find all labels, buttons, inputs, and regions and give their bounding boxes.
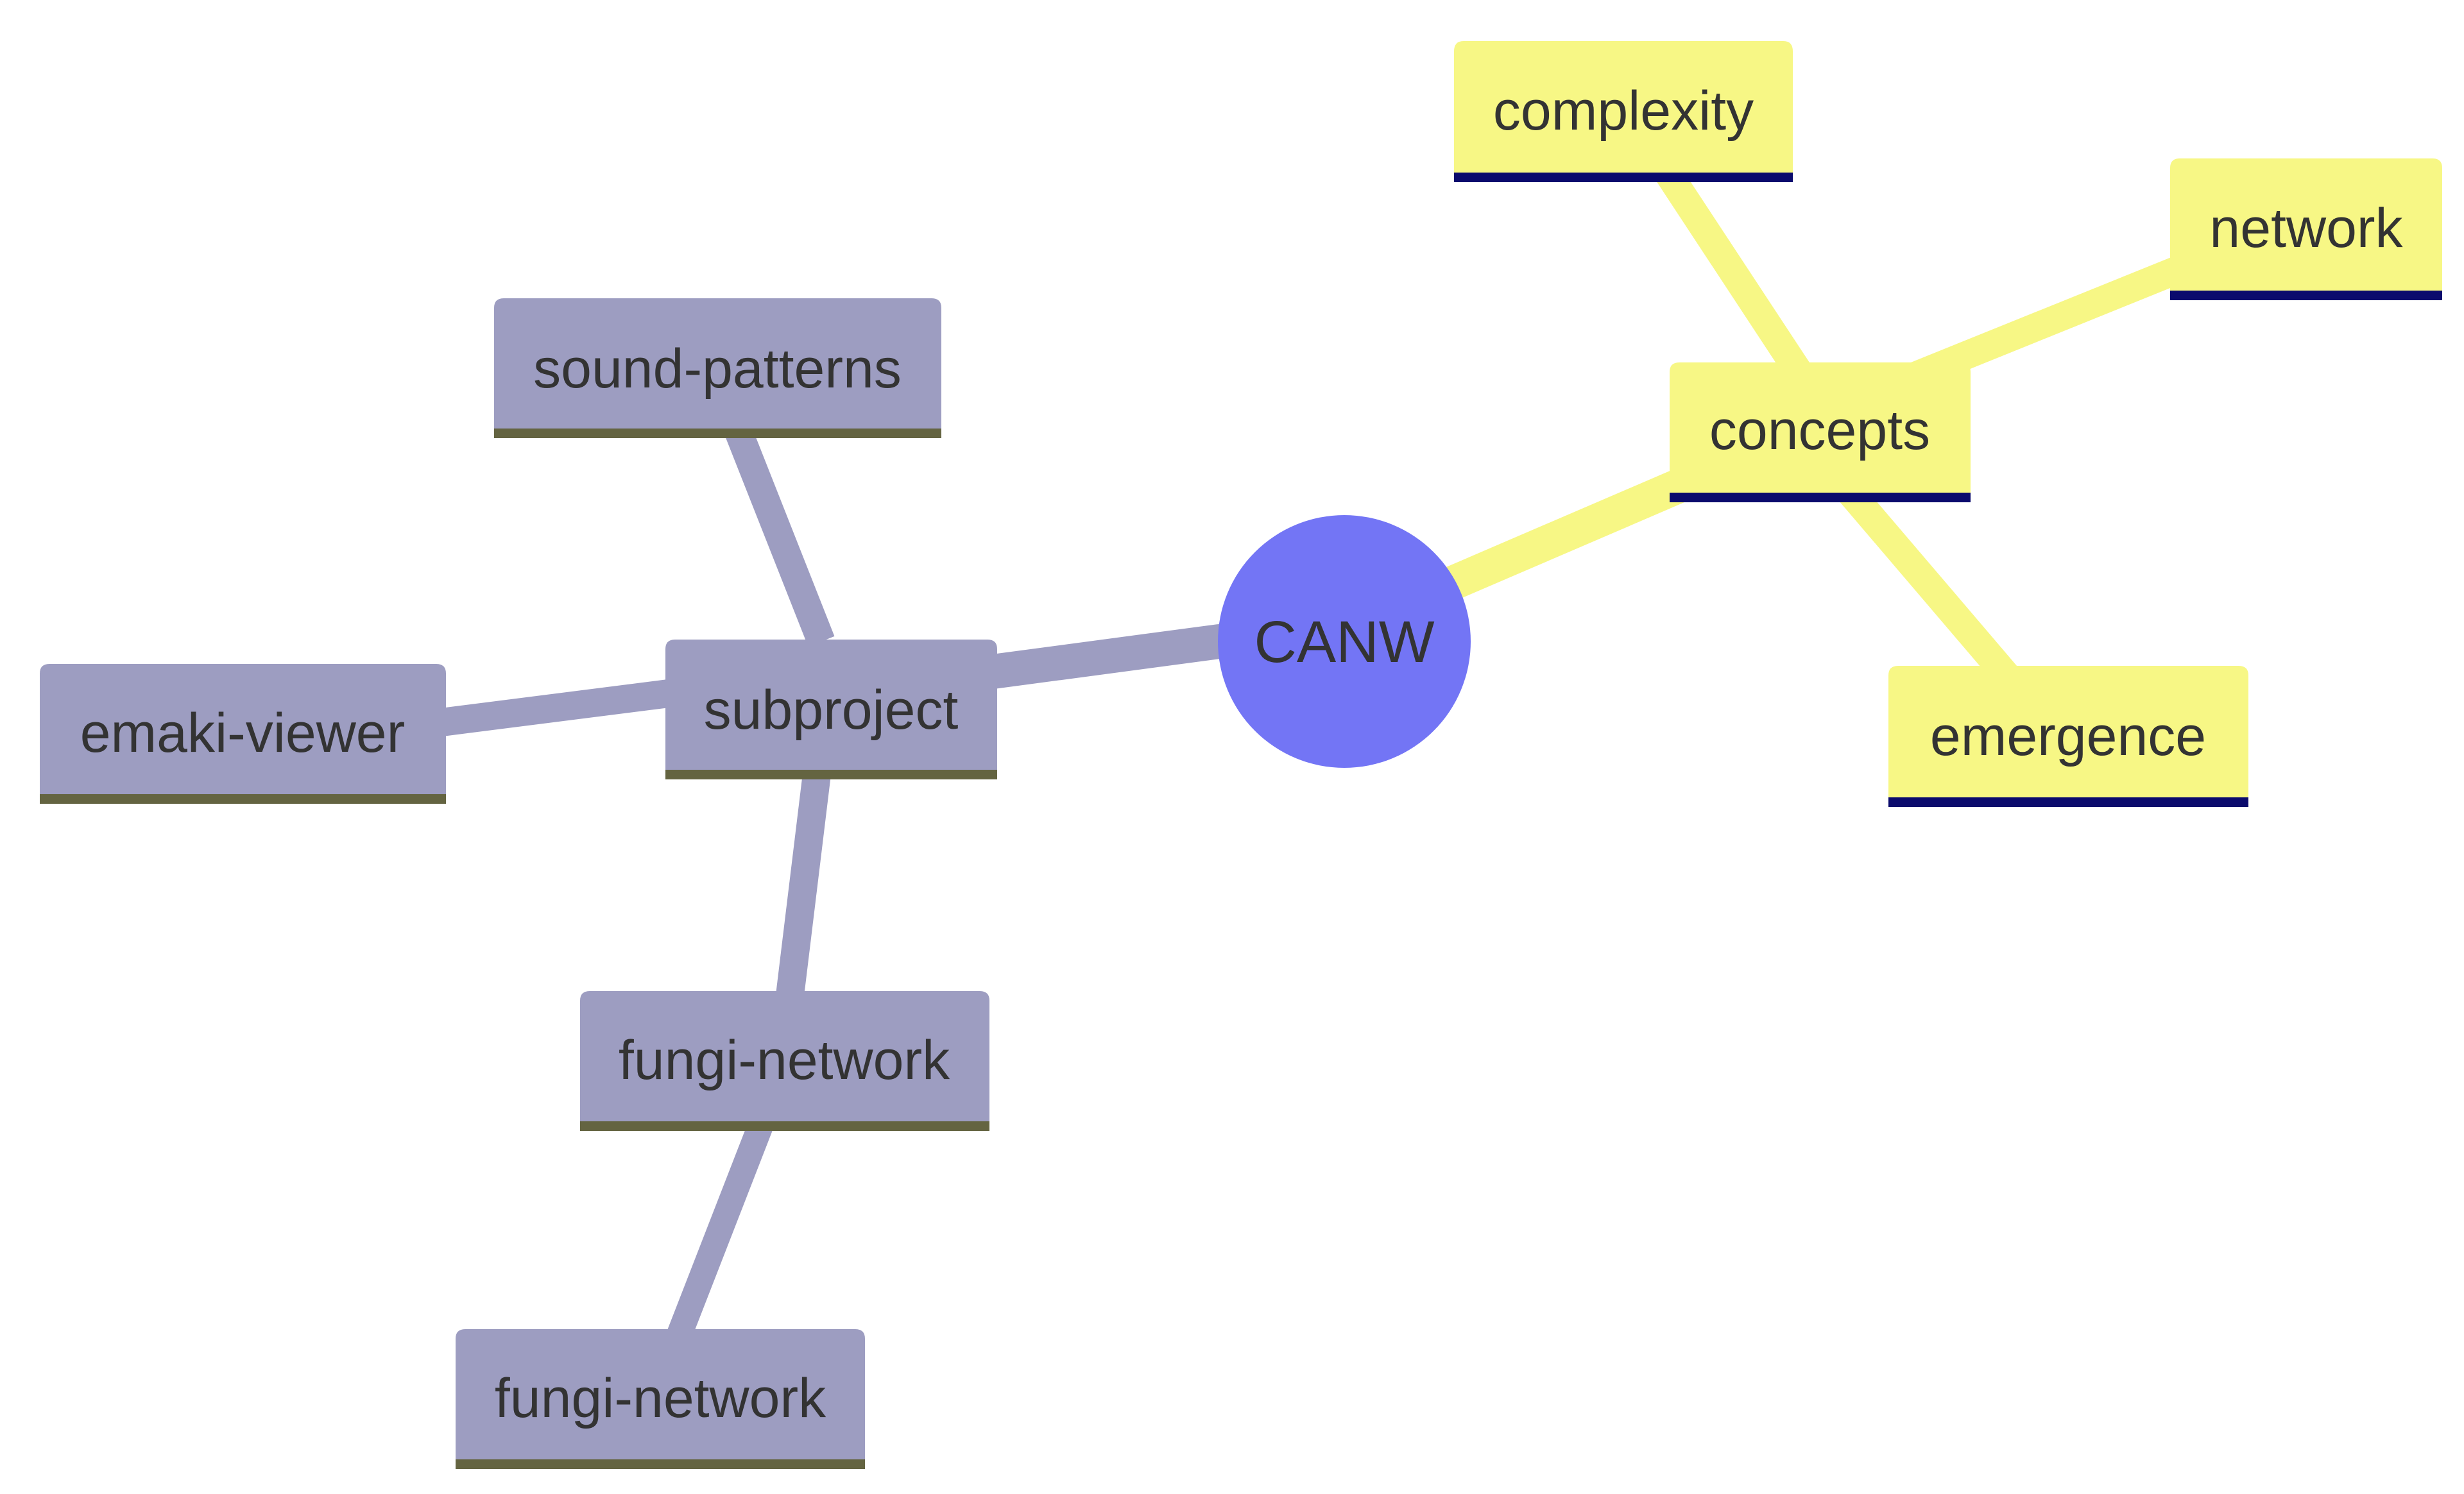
node-complexity[interactable]: complexity bbox=[1454, 41, 1793, 182]
node-subproject-label: subproject bbox=[704, 679, 959, 741]
node-network-label: network bbox=[2209, 198, 2403, 259]
node-fungi-network-1[interactable]: fungi-network bbox=[580, 991, 989, 1131]
node-network[interactable]: network bbox=[2170, 158, 2442, 300]
node-sound-patterns-label: sound-patterns bbox=[533, 338, 902, 400]
node-emaki-viewer-label: emaki-viewer bbox=[80, 702, 406, 764]
edge-subproject-emaki-viewer bbox=[434, 679, 676, 737]
root-node[interactable]: CANW bbox=[1218, 515, 1471, 768]
node-fungi-network-1-label: fungi-network bbox=[619, 1030, 950, 1091]
node-emergence[interactable]: emergence bbox=[1888, 666, 2248, 807]
root-label: CANW bbox=[1254, 609, 1434, 675]
edge-fungi-network-fungi-network bbox=[665, 1105, 779, 1346]
node-concepts-label: concepts bbox=[1709, 400, 1930, 461]
node-emaki-viewer[interactable]: emaki-viewer bbox=[40, 664, 446, 804]
edge-concepts-emergence bbox=[1824, 465, 2032, 702]
node-emergence-label: emergence bbox=[1930, 706, 2206, 767]
node-fungi-network-2[interactable]: fungi-network bbox=[456, 1329, 865, 1469]
node-fungi-network-2-label: fungi-network bbox=[495, 1368, 826, 1429]
edge-subproject-fungi-network bbox=[775, 761, 832, 1003]
node-sound-patterns[interactable]: sound-patterns bbox=[494, 298, 941, 438]
node-subproject[interactable]: subproject bbox=[665, 640, 997, 779]
edge-subproject-sound-patterns bbox=[712, 392, 835, 647]
node-concepts[interactable]: concepts bbox=[1670, 362, 1971, 502]
node-complexity-label: complexity bbox=[1493, 80, 1754, 142]
